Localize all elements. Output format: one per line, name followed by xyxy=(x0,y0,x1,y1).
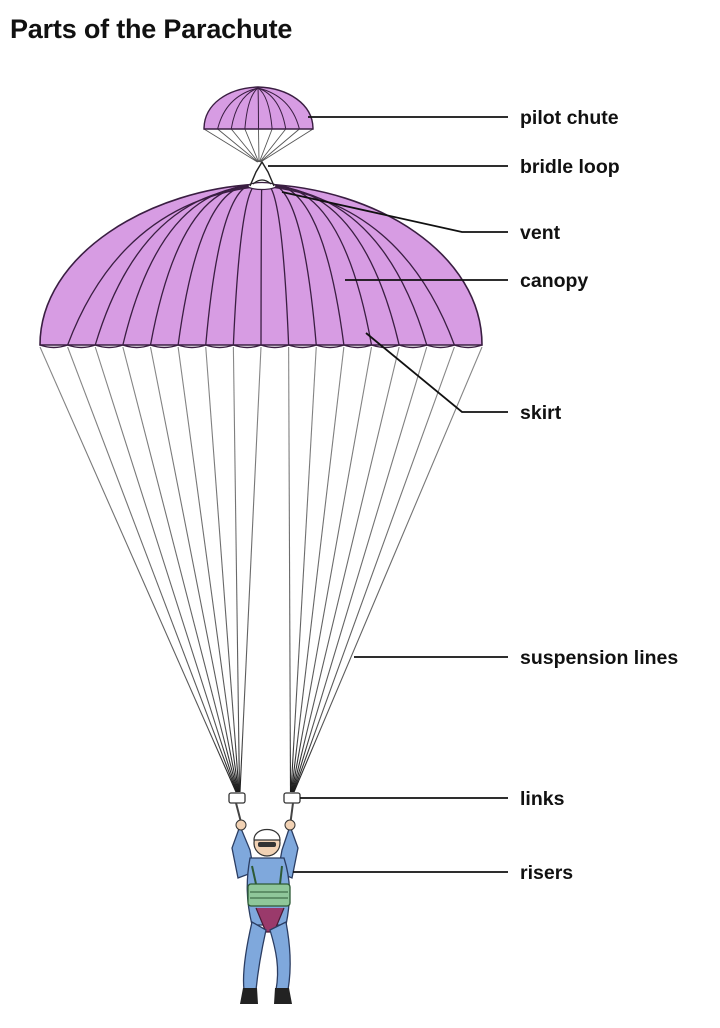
skirt xyxy=(39,344,483,349)
canopy-seam xyxy=(261,184,373,346)
pilot-chute-seam xyxy=(230,87,259,130)
pilot-chute-line xyxy=(217,128,259,163)
parachutist xyxy=(231,819,299,1004)
links xyxy=(228,792,301,804)
label-skirt: skirt xyxy=(520,402,562,424)
label-bridle-loop: bridle loop xyxy=(520,156,620,178)
leader-lines xyxy=(268,116,508,873)
pilot-chute-line xyxy=(259,128,300,163)
suspension-line xyxy=(39,346,237,793)
pilot-chute-line xyxy=(259,128,287,163)
suspension-line xyxy=(149,346,239,793)
suspension-line xyxy=(293,346,483,793)
pilot-chute-seam xyxy=(257,87,287,130)
label-canopy: canopy xyxy=(520,270,588,292)
canopy-seam xyxy=(94,185,263,346)
pilot-chute-lines xyxy=(203,128,314,163)
suspension-line xyxy=(291,346,373,793)
pilot-chute-seam xyxy=(244,87,259,130)
suspension-line xyxy=(292,346,428,793)
label-links: links xyxy=(520,788,565,810)
suspension-line xyxy=(94,346,238,793)
label-suspension-lines: suspension lines xyxy=(520,647,678,669)
vent xyxy=(247,181,277,191)
pilot-chute-seam xyxy=(257,87,273,130)
bridle-loop xyxy=(249,160,275,187)
suspension-line xyxy=(292,346,455,793)
pilot-chute-line xyxy=(258,128,260,163)
suspension-line xyxy=(205,346,240,793)
label-pilot-chute: pilot chute xyxy=(520,107,619,129)
pilot-chute-line xyxy=(230,128,259,163)
part-labels: pilot chute bridle loop vent canopy skir… xyxy=(520,107,678,884)
pilot-chute-seam xyxy=(257,87,259,130)
canopy-seam xyxy=(261,185,455,346)
suspension-line xyxy=(290,346,317,793)
leader-vent xyxy=(281,191,508,233)
pilot-chute-line xyxy=(203,128,258,163)
suspension-line xyxy=(232,346,241,793)
canopy-seam xyxy=(261,185,428,346)
leader-skirt xyxy=(365,332,508,413)
pilot-chute-line xyxy=(244,128,260,163)
suspension-line xyxy=(239,346,262,793)
pilot-chute-line xyxy=(258,128,273,163)
diagram-title: Parts of the Parachute xyxy=(10,14,293,44)
suspension-line xyxy=(288,346,292,793)
label-vent: vent xyxy=(520,222,561,244)
pilot-chute-seam xyxy=(257,87,300,130)
pilot-chute-line xyxy=(260,128,314,163)
label-risers: risers xyxy=(520,862,573,884)
suspension-line xyxy=(67,346,238,793)
pilot-chute-gores xyxy=(217,87,300,130)
canopy xyxy=(39,183,483,346)
suspension-line xyxy=(291,346,400,793)
suspension-lines xyxy=(39,346,483,793)
canopy-seam xyxy=(261,185,400,346)
pilot-chute xyxy=(203,86,314,163)
canopy-seam xyxy=(67,185,263,346)
suspension-line xyxy=(177,346,240,793)
pilot-chute-seam xyxy=(217,87,259,130)
suspension-line xyxy=(122,346,239,793)
suspension-line xyxy=(290,346,345,793)
